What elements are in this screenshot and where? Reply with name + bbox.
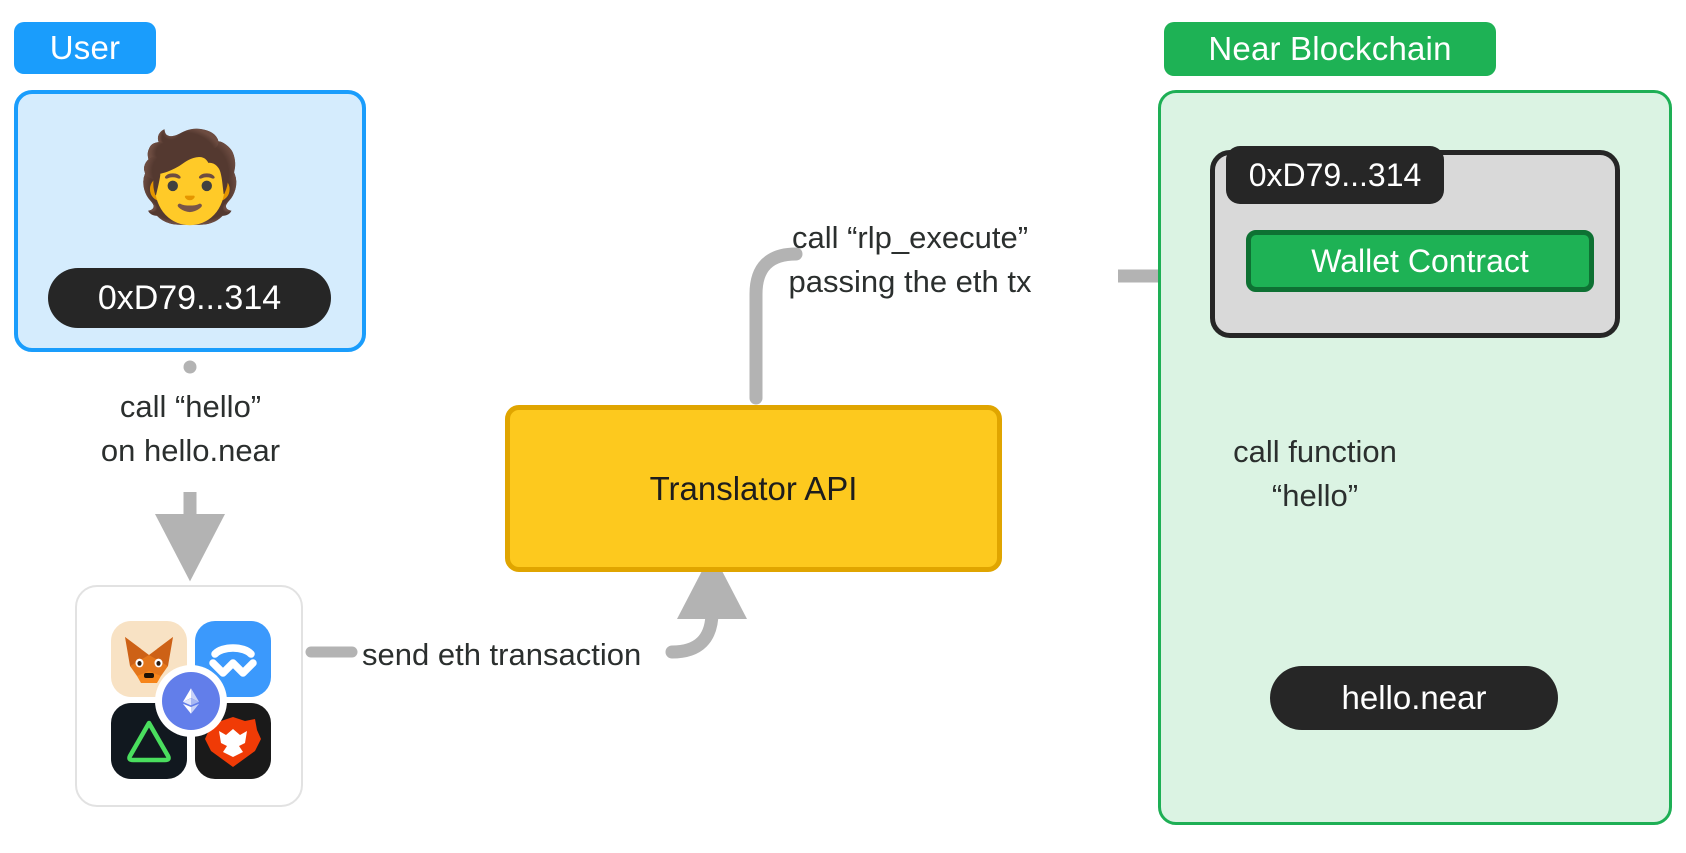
translator-api-box: Translator API <box>505 405 1002 572</box>
wallet-apps-card[interactable] <box>75 585 303 807</box>
wallet-contract-button[interactable]: Wallet Contract <box>1246 230 1594 292</box>
metamask-icon[interactable] <box>111 621 187 697</box>
contract-address-pill: 0xD79...314 <box>1226 146 1444 204</box>
hello-near-contract-pill: hello.near <box>1270 666 1558 730</box>
arrow-label-to-translator <box>665 551 748 659</box>
person-face-emoji-icon: 🧑 <box>135 127 245 226</box>
user-box-connector-dot <box>183 360 197 374</box>
user-group-badge: User <box>14 22 156 74</box>
user-address-pill: 0xD79...314 <box>48 268 331 328</box>
label-wallet-to-translator: send eth transaction <box>362 637 642 672</box>
label-translator-to-contract: call “rlp_execute” passing the eth tx <box>788 220 1032 300</box>
ethereum-icon[interactable] <box>155 665 227 737</box>
label-contract-to-hello: call function “hello” <box>1233 434 1397 514</box>
label-user-to-wallet: call “hello” on hello.near <box>100 389 281 469</box>
near-blockchain-badge: Near Blockchain <box>1164 22 1496 76</box>
